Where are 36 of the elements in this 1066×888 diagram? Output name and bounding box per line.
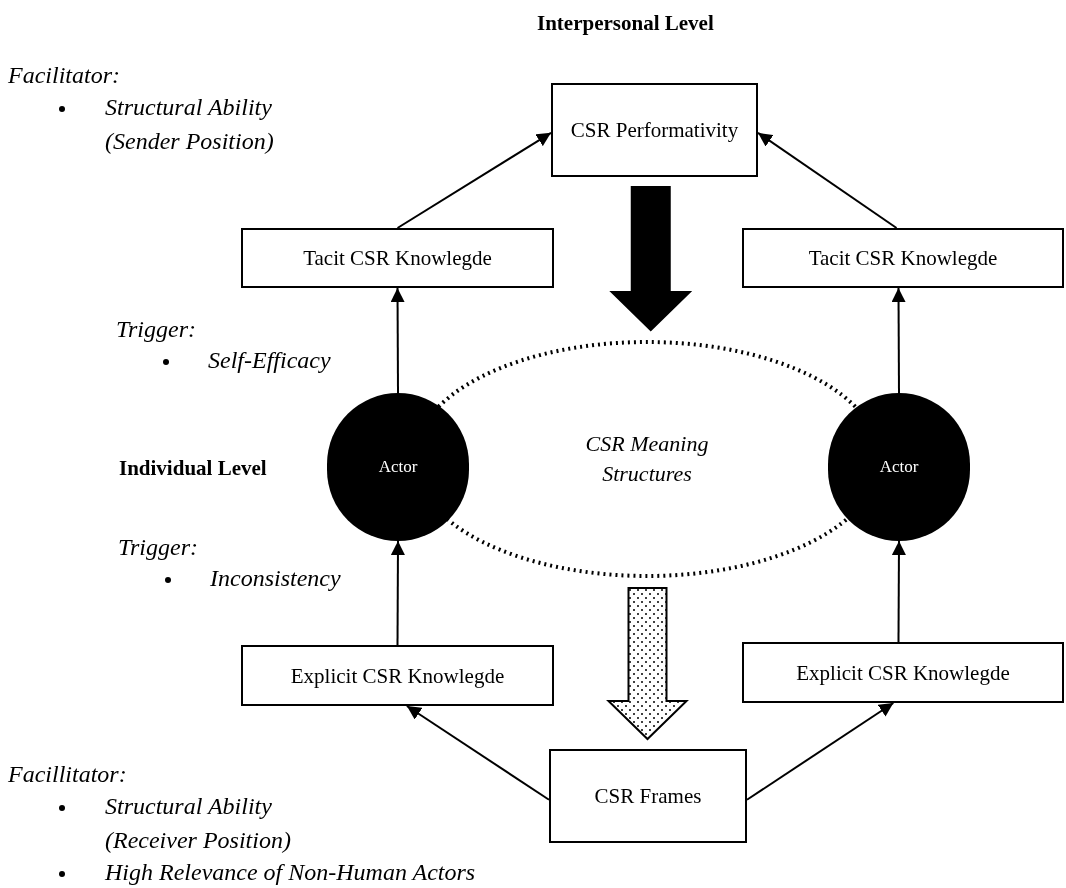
annotation-text: High Relevance of Non-Human Actors (105, 858, 476, 887)
process-box (241, 645, 554, 706)
arrow (396, 131, 552, 229)
process-box (551, 83, 758, 177)
process-box (742, 228, 1064, 288)
node-label: Tacit CSR Knowlegde (303, 245, 492, 272)
annotation-text: Facilitator: (8, 61, 120, 90)
arrow (746, 702, 895, 801)
arrow (757, 131, 898, 229)
level-heading: Interpersonal Level (537, 10, 714, 37)
process-box (241, 228, 554, 288)
node-label: CSR Performativity (570, 117, 739, 144)
arrow (891, 287, 906, 394)
arrow (891, 540, 906, 643)
block-arrow (606, 587, 689, 741)
annotation-text: Inconsistency (210, 564, 341, 593)
annotation-text: Self-Efficacy (208, 346, 331, 375)
node-label: Actor (879, 456, 919, 478)
node-label: CSR Frames (594, 783, 702, 810)
ellipse-label: CSR Meaning Structures (584, 430, 710, 488)
process-box (549, 749, 747, 843)
annotation-text: Trigger: (118, 533, 198, 562)
arrow (390, 540, 405, 646)
annotation-text: Facillitator: (8, 760, 127, 789)
annotation-text: Trigger: (116, 315, 196, 344)
block-arrow (609, 186, 693, 332)
process-box (742, 642, 1064, 703)
arrow (405, 705, 550, 801)
arrow (390, 287, 405, 394)
node-label: Explicit CSR Knowlegde (796, 659, 1010, 687)
node-label: Tacit CSR Knowlegde (808, 245, 998, 272)
annotation-text: Structural Ability (Sender Position) (105, 93, 275, 156)
node-label: Actor (378, 456, 418, 478)
node-label: Explicit CSR Knowlegde (290, 662, 505, 690)
annotation-text: Structural Ability (Receiver Position) (105, 792, 292, 855)
level-heading: Individual Level (119, 455, 267, 482)
